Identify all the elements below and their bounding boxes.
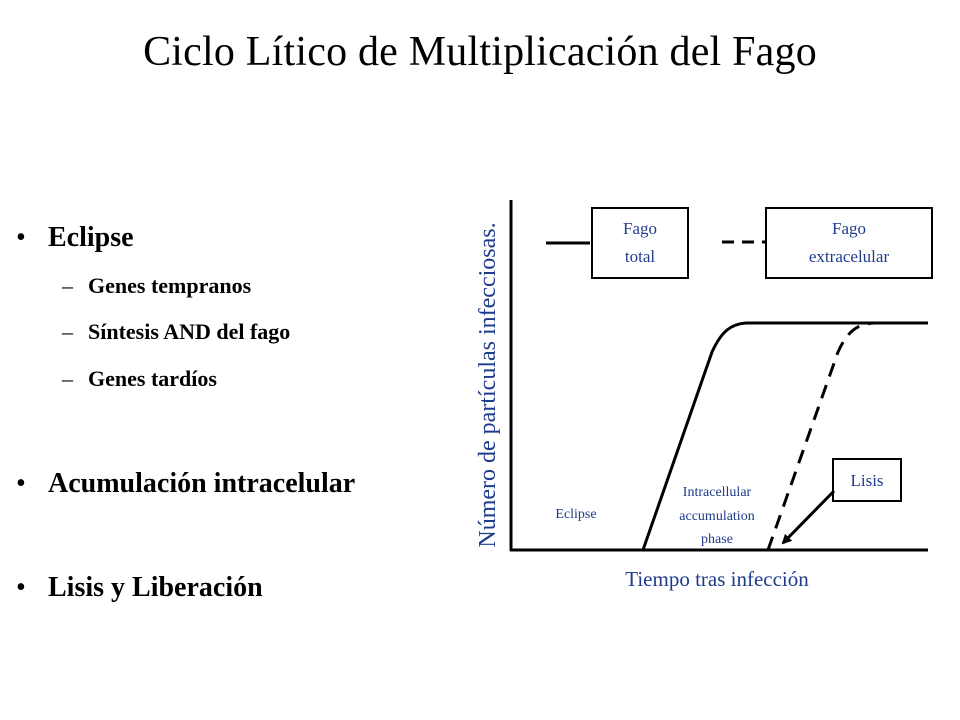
bullet-eclipse: • Eclipse [16,222,134,254]
bullet-list: •Eclipse –Genes tempranos –Síntesis AND … [0,0,470,720]
sub-bullet-sintesis: –Síntesis AND del fago [62,319,290,345]
bullet-acumulacion-text: Acumulación intracelular [48,468,356,499]
intracellular-phase-label-line3: phase [701,532,733,547]
eclipse-phase-label: Eclipse [555,507,596,522]
intracellular-phase-label-line1: Intracellular [683,485,752,500]
sub-bullet-dash: – [62,366,73,391]
bullet-lisis-text: Lisis y Liberación [48,572,263,603]
legend-extracellular-label-line2: extracelular [809,247,890,266]
sub-bullet-text: Genes tardíos [88,366,217,391]
bullet-dot: • [16,572,26,603]
legend-total-label-line1: Fago [623,219,657,238]
lisis-arrow [781,489,836,545]
lisis-label: Lisis [850,471,883,490]
legend-extracellular-label-line1: Fago [832,219,866,238]
lisis-box [832,458,902,502]
legend-extracellular-box [765,207,933,279]
y-axis-label: Número de partículas infecciosas. [475,222,501,547]
extracellular-phage-curve [766,321,928,551]
slide-title: Ciclo Lítico de Multiplicación del Fago [143,29,817,75]
bullet-eclipse-text: Eclipse [48,222,134,253]
bullet-dot: • [16,468,26,499]
sub-bullet-genes-tempranos: –Genes tempranos [62,273,251,299]
bullet-lisis: • Lisis y Liberación [16,572,263,604]
legend-total-box [591,207,689,279]
sub-bullet-text: Síntesis AND del fago [88,319,291,344]
x-axis-label: Tiempo tras infección [625,567,809,591]
bullet-acumulacion: • Acumulación intracelular [16,468,355,500]
sub-bullet-genes-tardios: –Genes tardíos [62,366,217,392]
sub-bullet-text: Genes tempranos [88,273,252,298]
sub-bullet-dash: – [62,319,73,344]
total-phage-curve [641,321,928,551]
sub-bullet-dash: – [62,273,73,298]
legend-total-label-line2: total [625,247,655,266]
bullet-dot: • [16,222,26,253]
intracellular-phase-label-line2: accumulation [679,509,754,524]
